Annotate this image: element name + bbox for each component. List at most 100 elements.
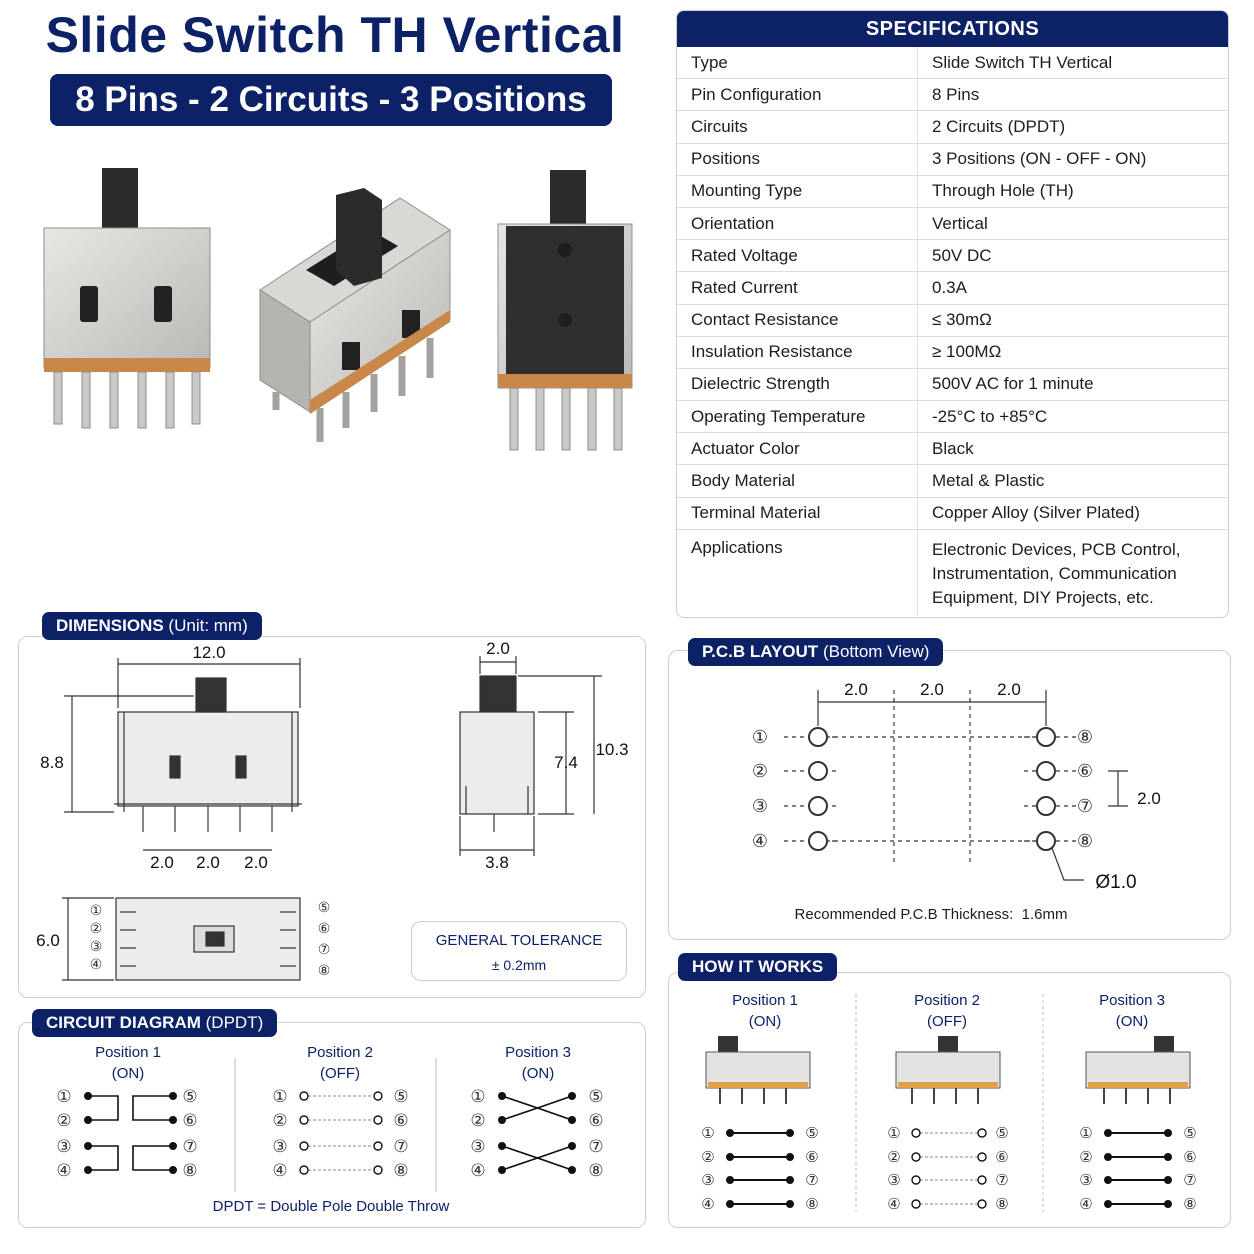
pin-label: ⑦ — [995, 1172, 1008, 1189]
circuit-heading: CIRCUIT DIAGRAM (DPDT) — [32, 1009, 278, 1037]
pcb-thickness-label: Recommended P.C.B Thickness: — [794, 906, 1014, 923]
how-panel — [668, 972, 1231, 1228]
pcb-heading: P.C.B LAYOUT (Bottom View) — [688, 638, 944, 666]
position-state: (ON) — [111, 1065, 145, 1082]
mini-switch-2 — [895, 1036, 1001, 1104]
pin-label: ⑦ — [318, 941, 331, 957]
pin-label: ⑥ — [393, 1111, 408, 1130]
spec-key: Positions — [677, 143, 918, 175]
pin-label: ⑧ — [1183, 1196, 1196, 1213]
pin-label: ③ — [701, 1172, 714, 1189]
pin-label: ⑤ — [805, 1125, 818, 1142]
spec-value: 0.3A — [932, 277, 967, 297]
tolerance-title: GENERAL TOLERANCE — [435, 932, 603, 949]
position-name: Position 1 — [95, 1044, 161, 1061]
pin-label: ⑧ — [393, 1161, 408, 1180]
dimensions-unit: (Unit: mm) — [168, 616, 248, 635]
pcb-title: P.C.B LAYOUT — [702, 642, 819, 661]
tolerance-value: ± 0.2mm — [491, 957, 547, 973]
dim-side-actuator: 2.0 — [486, 639, 510, 658]
pin-label: ① — [887, 1125, 900, 1142]
pin-label: ① — [470, 1087, 485, 1106]
pin-label: ① — [56, 1087, 71, 1106]
pin-label: ⑥ — [318, 920, 331, 936]
pin-label: ② — [56, 1111, 71, 1130]
pin-label: ⑥ — [588, 1111, 603, 1130]
circuit-title: CIRCUIT DIAGRAM — [46, 1013, 201, 1032]
dim-side-body: 7.4 — [554, 753, 578, 772]
spec-value: Vertical — [932, 213, 988, 233]
spec-value: Copper Alloy (Silver Plated) — [932, 503, 1140, 523]
pin-label: ⑧ — [995, 1196, 1008, 1213]
pin-label: ⑥ — [1183, 1149, 1196, 1166]
spec-value: 50V DC — [932, 245, 992, 265]
pin-label: ① — [272, 1087, 287, 1106]
pin-label: ② — [90, 920, 103, 936]
pin-label: ① — [90, 902, 103, 918]
pin-label: ⑦ — [393, 1137, 408, 1156]
pin-label: ③ — [470, 1137, 485, 1156]
pcb-thickness: Recommended P.C.B Thickness: 1.6mm — [668, 906, 1194, 923]
circuit-position-1: Position 1 (ON) — [68, 1044, 188, 1082]
position-state: (OFF) — [320, 1065, 360, 1082]
spec-value: 500V AC for 1 minute — [932, 374, 1094, 394]
pcb-drawing: 2.0 2.0 2.0 2.0 Ø1.0 ① ② ③ ④ ⑧ ⑥ ⑦ ⑧ — [752, 680, 1161, 893]
pcb-pitch-2: 2.0 — [920, 680, 944, 699]
spec-key: Applications — [677, 529, 918, 616]
pcb-sub: (Bottom View) — [822, 642, 930, 661]
pin-label: ⑥ — [1077, 761, 1093, 781]
position-state: (OFF) — [927, 1013, 967, 1030]
pin-label: ① — [1079, 1125, 1092, 1142]
product-photos — [43, 168, 633, 451]
spec-value: Metal & Plastic — [932, 471, 1045, 491]
pin-label: ② — [752, 761, 768, 781]
pin-label: ③ — [1079, 1172, 1092, 1189]
circuit-panel — [18, 1022, 646, 1228]
pin-label: ⑥ — [182, 1111, 197, 1130]
circuit-footer: DPDT = Double Pole Double Throw — [212, 1198, 450, 1215]
spec-value: Through Hole (TH) — [932, 181, 1074, 201]
spec-row: Rated Voltage 50V DC — [677, 240, 1228, 273]
pin-label: ① — [701, 1125, 714, 1142]
mini-switch-3 — [1085, 1036, 1191, 1104]
pin-label: ⑧ — [1077, 831, 1093, 851]
spec-key: Rated Current — [677, 272, 918, 304]
circuit-sub: (DPDT) — [205, 1013, 264, 1032]
spec-row: Contact Resistance≤ 30mΩ — [677, 304, 1228, 337]
pin-label: ⑤ — [995, 1125, 1008, 1142]
spec-key: Type — [677, 47, 918, 79]
dim-height: 8.8 — [40, 753, 64, 772]
pin-label: ③ — [56, 1137, 71, 1156]
circuit-position-3: Position 3(ON) — [478, 1044, 598, 1082]
pin-label: ⑥ — [995, 1149, 1008, 1166]
pin-label: ④ — [752, 831, 768, 851]
spec-value: 8 Pins — [932, 84, 980, 104]
mini-switch-1 — [705, 1036, 811, 1104]
pin-label: ⑧ — [1077, 727, 1093, 747]
pin-label: ④ — [1079, 1196, 1092, 1213]
pin-label: ③ — [272, 1137, 287, 1156]
pcb-hole-diameter: Ø1.0 — [1095, 872, 1136, 893]
spec-key: Rated Voltage — [677, 240, 918, 272]
page-title: Slide Switch TH Vertical — [45, 7, 625, 63]
dimensions-drawing: 12.0 8.8 2.0 2.0 2.0 2.0 7.4 10.3 3.8 6.… — [36, 639, 629, 981]
switch-back-photo — [497, 170, 633, 451]
pin-label: ⑤ — [318, 899, 331, 915]
circuit-position-2: Position 2(OFF) — [280, 1044, 400, 1082]
spec-key: Insulation Resistance — [677, 336, 918, 368]
pin-label: ① — [752, 727, 768, 747]
spec-row: Operating Temperature-25°C to +85°C — [677, 401, 1228, 434]
how-position-2: Position 2(OFF) — [887, 992, 1007, 1030]
pcb-panel — [668, 650, 1231, 940]
pcb-pitch-vertical: 2.0 — [1137, 789, 1161, 808]
dim-side-total: 10.3 — [595, 740, 628, 759]
spec-row: Rated Current 0.3A — [677, 272, 1228, 305]
spec-value: Electronic Devices, PCB Control, Instrum… — [932, 539, 1181, 607]
position-name: Position 3 — [1099, 992, 1165, 1009]
page-subtitle: 8 Pins - 2 Circuits - 3 Positions — [50, 74, 612, 126]
